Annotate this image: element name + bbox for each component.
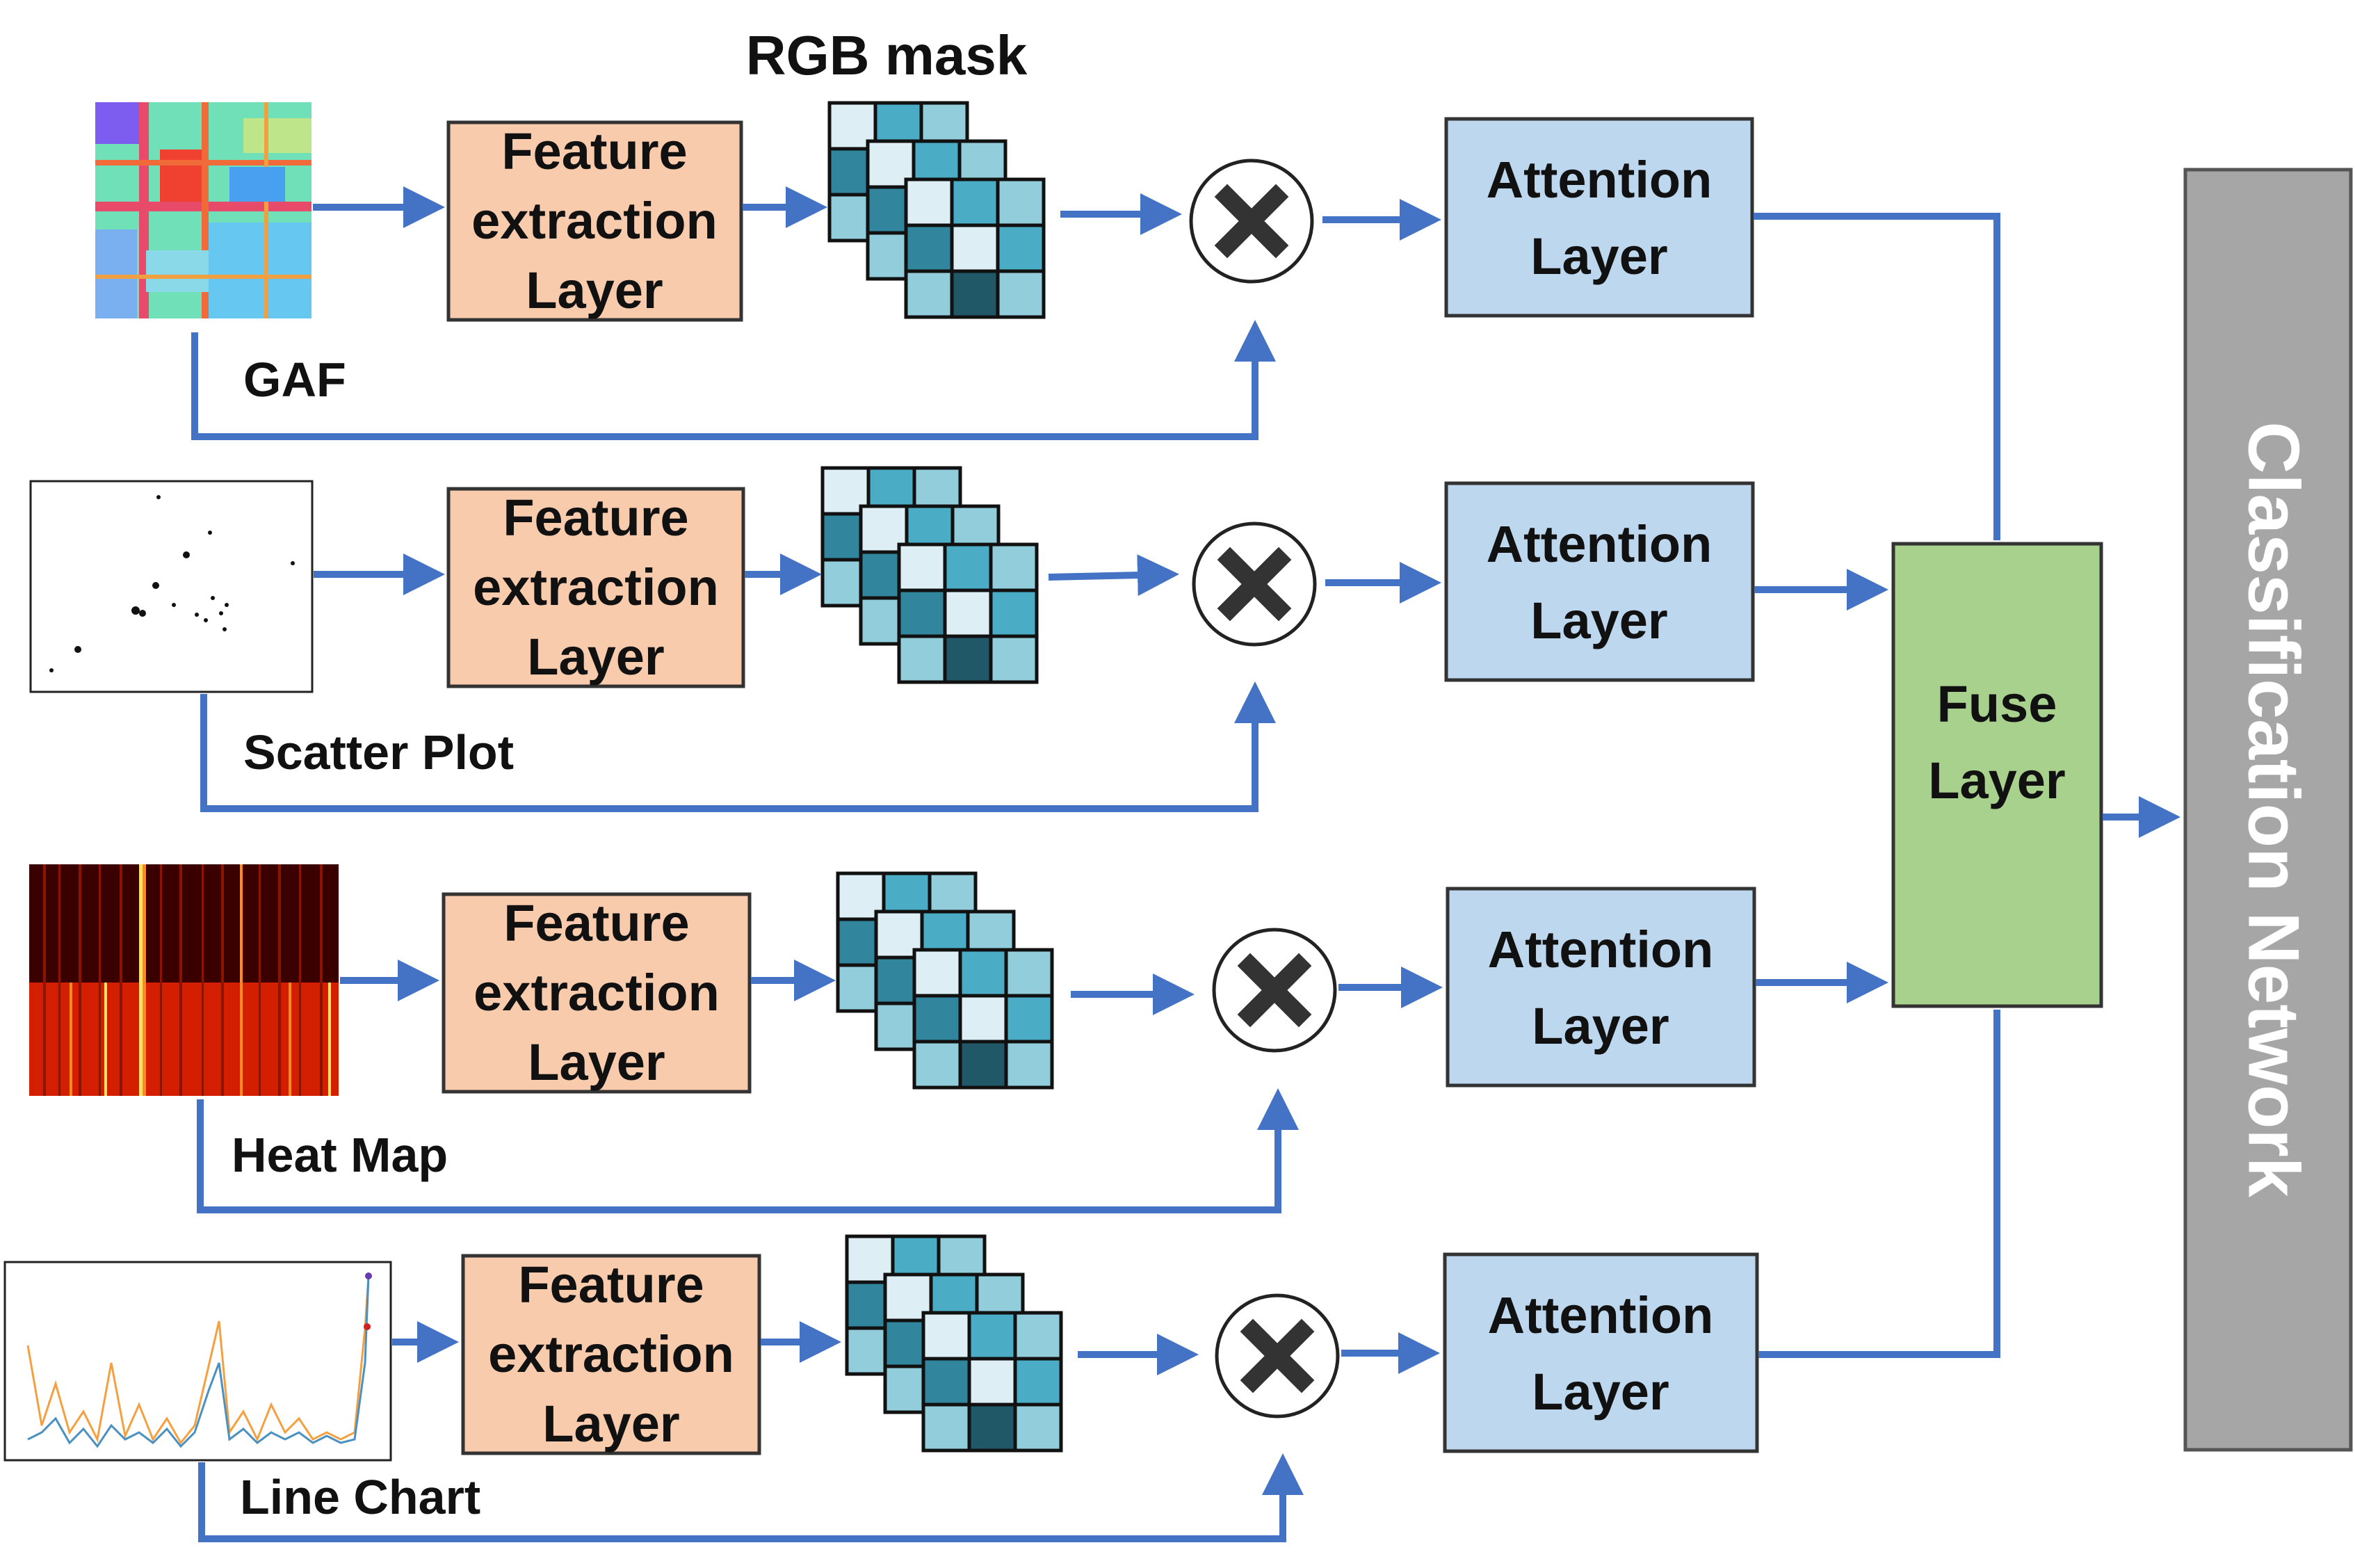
arrows <box>191 186 2180 1542</box>
attention-block-gaf: Attention Layer <box>1444 117 1754 318</box>
mask-cell <box>967 1357 1017 1407</box>
svg-text:Layer: Layer <box>1530 592 1667 649</box>
svg-text:extraction: extraction <box>471 192 718 250</box>
mask-cell <box>897 588 947 638</box>
mask-cell <box>989 634 1039 684</box>
caption-scatter-plot: Scatter Plot <box>243 725 514 779</box>
mask-cell <box>912 948 962 998</box>
svg-text:Feature: Feature <box>503 489 688 547</box>
attention-block-linechart: Attention Layer <box>1443 1252 1759 1453</box>
svg-text:Layer: Layer <box>1530 227 1667 285</box>
caption-heat-map: Heat Map <box>232 1128 448 1182</box>
mask-cell <box>996 223 1046 273</box>
svg-text:extraction: extraction <box>473 558 719 616</box>
attention-block-scatter: Attention Layer <box>1444 481 1755 682</box>
mask-cell <box>943 588 993 638</box>
svg-text:Layer: Layer <box>528 1033 665 1091</box>
mask-cell <box>943 542 993 592</box>
mask-cell <box>996 177 1046 227</box>
rgb-mask-stack-gaf <box>827 101 1046 319</box>
multiply-circle-icon <box>1212 928 1337 1053</box>
svg-text:Layer: Layer <box>542 1395 679 1453</box>
multiply-circle-icon <box>1192 522 1317 647</box>
mask-cell <box>943 634 993 684</box>
mask-cell <box>950 177 1000 227</box>
mask-cell <box>904 223 954 273</box>
svg-text:Attention: Attention <box>1487 151 1713 209</box>
mask-cell <box>1013 1357 1063 1407</box>
svg-text:Feature: Feature <box>503 894 689 952</box>
feature-extraction-block-scatter: Feature extraction Layer <box>446 487 745 688</box>
mask-cell <box>904 269 954 319</box>
feature-extraction-block-gaf: Feature extraction Layer <box>446 120 743 322</box>
scatter-plot-image <box>29 480 314 693</box>
mask-cell <box>897 634 947 684</box>
svg-text:Feature: Feature <box>518 1256 704 1314</box>
caption-line-chart: Line Chart <box>240 1470 480 1524</box>
svg-text:Fuse: Fuse <box>1937 675 2057 733</box>
svg-text:Layer: Layer <box>1532 997 1669 1055</box>
mask-cell <box>921 1357 971 1407</box>
rgb-mask-stack-linechart <box>845 1234 1063 1453</box>
svg-text:Attention: Attention <box>1487 515 1713 573</box>
svg-text:Feature: Feature <box>501 122 687 180</box>
mask-cell <box>950 223 1000 273</box>
mask-cell <box>921 1311 971 1361</box>
svg-text:Classification Network: Classification Network <box>2233 421 2314 1197</box>
svg-text:Attention: Attention <box>1488 1286 1714 1344</box>
rgb-mask-stack-heatmap <box>836 871 1054 1090</box>
mask-cell <box>1004 1040 1054 1090</box>
svg-text:Layer: Layer <box>1532 1363 1669 1421</box>
caption-gaf: GAF <box>243 353 346 407</box>
mask-cell <box>958 948 1008 998</box>
gaf-image <box>95 102 311 318</box>
mask-cell <box>967 1403 1017 1453</box>
mask-cell <box>958 994 1008 1044</box>
line-chart-image <box>3 1261 392 1462</box>
svg-text:Layer: Layer <box>526 261 663 319</box>
svg-text:Attention: Attention <box>1488 921 1714 978</box>
mask-cell <box>950 269 1000 319</box>
mask-cell <box>989 542 1039 592</box>
classification-network-block: Classification Network <box>2183 168 2353 1452</box>
svg-text:Layer: Layer <box>527 628 664 686</box>
rgb-mask-stack-scatter <box>820 466 1039 684</box>
mask-cell <box>921 1403 971 1453</box>
feature-extraction-block-heatmap: Feature extraction Layer <box>442 892 752 1094</box>
mask-cell <box>912 1040 962 1090</box>
feature-extraction-block-linechart: Feature extraction Layer <box>461 1254 761 1455</box>
mask-cell <box>989 588 1039 638</box>
rgb-mask-title: RGB mask <box>746 24 1028 86</box>
mask-cell <box>1004 994 1054 1044</box>
mask-cell <box>1013 1311 1063 1361</box>
multiply-circle-icon <box>1215 1293 1340 1419</box>
mask-cell <box>958 1040 1008 1090</box>
mask-cell <box>836 871 886 921</box>
heat-map-image <box>29 864 339 1096</box>
mask-cell <box>904 177 954 227</box>
mask-cell <box>912 994 962 1044</box>
attention-block-heatmap: Attention Layer <box>1446 887 1756 1088</box>
svg-text:extraction: extraction <box>474 964 720 1021</box>
svg-text:Layer: Layer <box>1928 752 2065 809</box>
mask-cell <box>967 1311 1017 1361</box>
multiply-circle-icon <box>1189 159 1314 284</box>
mask-cell <box>897 542 947 592</box>
svg-text:extraction: extraction <box>488 1325 734 1383</box>
mask-cell <box>996 269 1046 319</box>
fuse-layer-block: Fuse Layer <box>1891 542 2103 1008</box>
mask-cell <box>1004 948 1054 998</box>
mask-cell <box>1013 1403 1063 1453</box>
